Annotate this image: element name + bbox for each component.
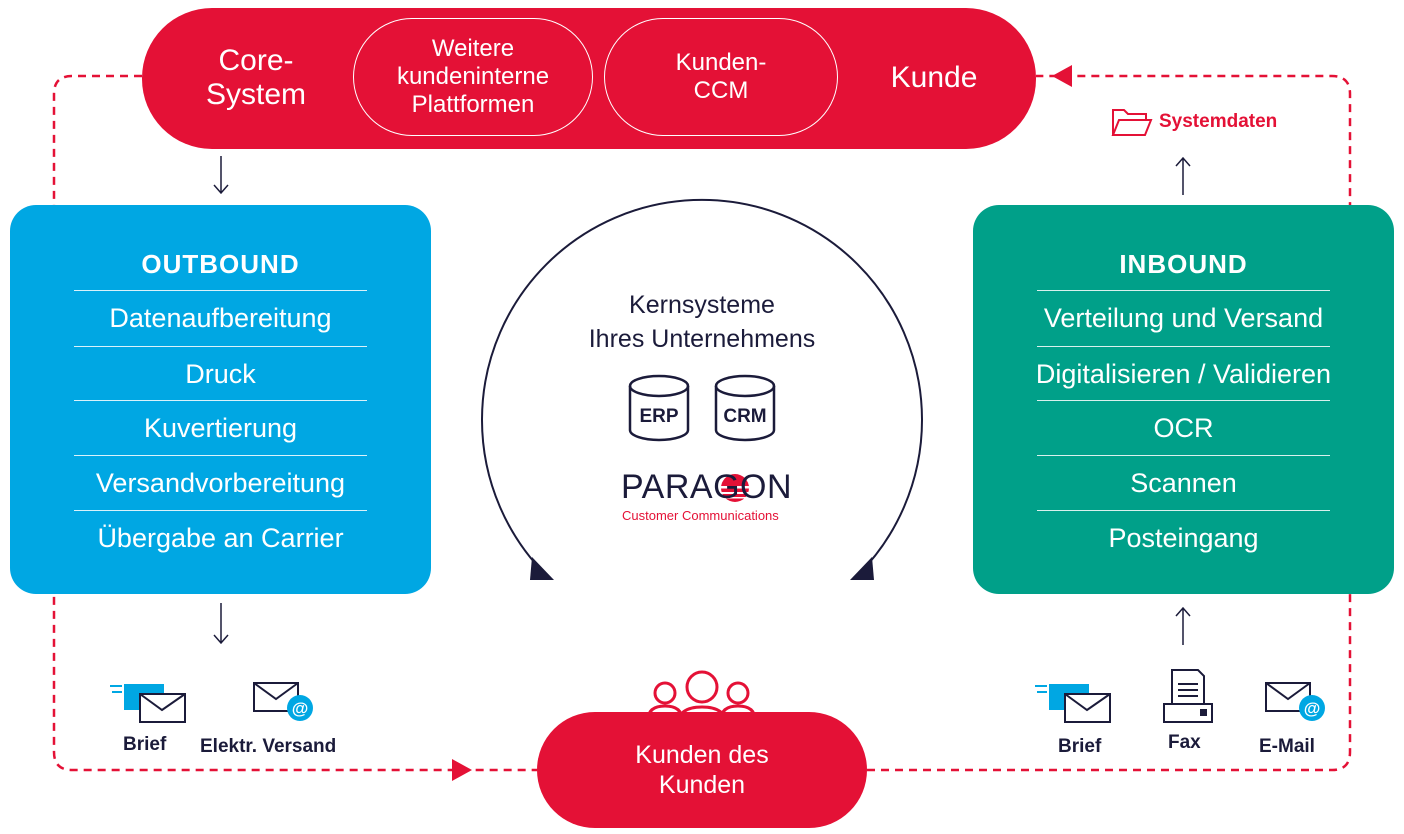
arrow-core-to-outbound <box>213 156 229 195</box>
flow-arrows <box>213 156 1191 645</box>
systemdaten-label: Systemdaten <box>1159 111 1278 132</box>
fax-icon <box>1163 669 1213 723</box>
inbound-row: Scannen <box>1037 455 1330 511</box>
svg-text:@: @ <box>1304 699 1321 718</box>
channel-fax: Fax <box>1168 732 1201 753</box>
paragon-logo-subtitle: Customer Communications <box>622 508 779 523</box>
inbound-row: Posteingang <box>1037 510 1330 566</box>
loop-arrowhead-left <box>1052 65 1072 87</box>
outbound-title: OUTBOUND <box>141 249 300 279</box>
channel-elektr-versand: Elektr. Versand <box>200 736 337 757</box>
inbound-row: Verteilung und Versand <box>1037 290 1330 346</box>
paragon-logo-text: PARAGON <box>621 468 793 506</box>
kunden-des-kunden-pill: Kunden des Kunden <box>537 712 867 828</box>
center-line2: Ihres Unternehmens <box>588 325 816 353</box>
crm-cylinder <box>714 374 776 442</box>
outbound-row: Versandvorbereitung <box>74 455 367 511</box>
arc-arrowhead-right <box>850 557 874 580</box>
kunde-label: Kunde <box>890 61 978 94</box>
outbound-row: Kuvertierung <box>74 400 367 456</box>
outbound-panel: OUTBOUND Datenaufbereitung Druck Kuverti… <box>10 205 431 594</box>
dashed-loop <box>52 74 1352 772</box>
crm-label: CRM <box>723 406 767 427</box>
kunden-ccm-pill: Kunden- CCM <box>604 18 838 136</box>
email-icon-in: @ <box>1265 682 1325 721</box>
channel-brief-in: Brief <box>1058 736 1102 757</box>
erp-cylinder <box>628 374 690 442</box>
erp-label: ERP <box>639 406 679 427</box>
arrow-outbound-to-channels <box>213 603 229 645</box>
inbound-row: Digitalisieren / Validieren <box>1036 346 1331 402</box>
paragon-logo: PARAGON <box>621 468 792 508</box>
letter-icon-in <box>1035 684 1111 723</box>
outbound-row: Datenaufbereitung <box>74 290 367 346</box>
email-icon-out: @ <box>253 682 313 721</box>
outbound-row: Übergabe an Carrier <box>74 510 367 566</box>
paragon-logo-ball <box>721 474 749 502</box>
channel-email: E-Mail <box>1259 736 1315 757</box>
inbound-panel: INBOUND Verteilung und Versand Digitalis… <box>973 205 1394 594</box>
letter-icon-out <box>110 684 186 723</box>
center-line1: Kernsysteme <box>629 291 775 319</box>
inbound-row: OCR <box>1037 400 1330 456</box>
center-arc <box>481 198 923 576</box>
folder-icon <box>1111 109 1153 136</box>
arrow-inbound-to-systemdaten <box>1175 156 1191 195</box>
arc-arrowhead-left <box>530 557 554 580</box>
svg-text:@: @ <box>292 699 309 718</box>
arrow-channels-to-inbound <box>1175 606 1191 645</box>
outbound-row: Druck <box>74 346 367 402</box>
inbound-title: INBOUND <box>1119 249 1248 279</box>
core-system-label: Core- System <box>205 44 307 111</box>
loop-arrowhead-right <box>452 759 472 781</box>
channel-brief-out: Brief <box>123 734 167 755</box>
weitere-plattformen-pill: Weitere kundeninterne Plattformen <box>353 18 593 136</box>
